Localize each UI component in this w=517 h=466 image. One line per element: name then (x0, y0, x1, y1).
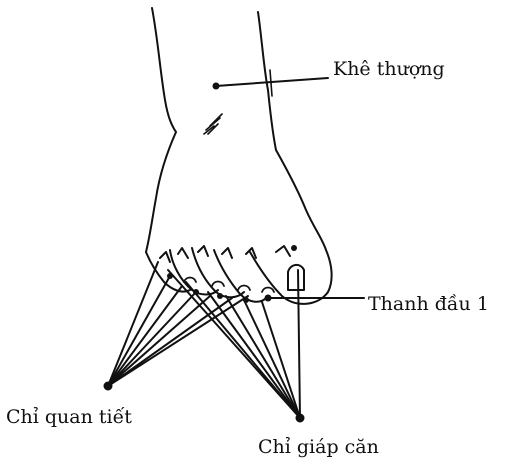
khe-thuong-pointer (216, 78, 328, 86)
label-chi-quan-tiet: Chỉ quan tiết (6, 408, 132, 427)
big-toe-nail (288, 265, 304, 290)
khe-thuong-point (213, 83, 219, 89)
khe-thuong-tick (270, 70, 272, 96)
leg-outline-left (152, 8, 176, 132)
label-thanh-dau: Thanh đầu 1 (368, 295, 489, 314)
label-khe-thuong: Khê thượng (333, 60, 445, 79)
chi-giap-can-pointers (168, 270, 300, 418)
chi-quan-tiet-point (104, 382, 112, 390)
thanh-dau-point (265, 295, 271, 301)
foot-outline-left (146, 132, 176, 252)
dorsum-shading (204, 114, 222, 134)
label-chi-giap-can: Chỉ giáp căn (258, 438, 379, 457)
toe-1-big (250, 250, 332, 304)
toe-tips (160, 246, 290, 262)
chi-giap-can-point (296, 414, 304, 422)
foot-outline-right (276, 150, 326, 250)
